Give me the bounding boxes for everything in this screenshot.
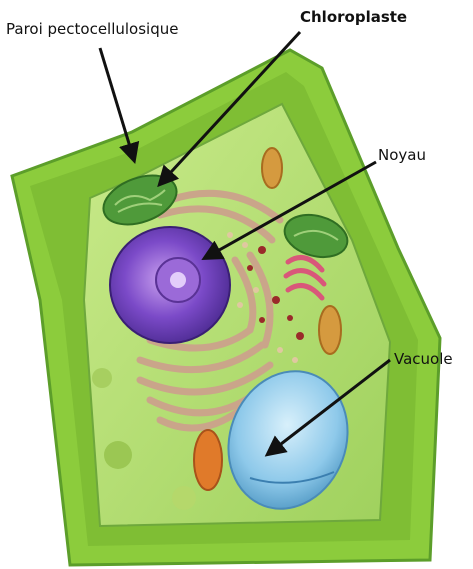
label-nucleus: Noyau [378,146,426,164]
label-chloroplast: Chloroplaste [300,8,407,26]
small-vacuole-1 [92,368,112,388]
nucleus [110,227,230,343]
label-cell-wall: Paroi pectocellulosique [6,20,178,38]
label-vacuole: Vacuole [394,350,453,368]
small-vacuole-3 [172,486,196,510]
small-vacuole-2 [104,441,132,469]
